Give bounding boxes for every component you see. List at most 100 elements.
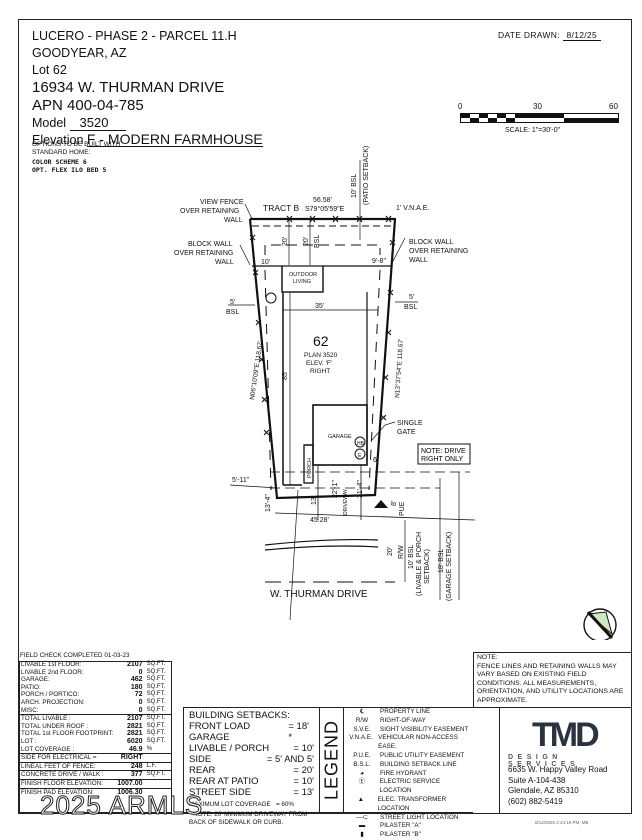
e-label: E bbox=[358, 453, 362, 459]
legend-title-text: LEGEND bbox=[321, 719, 341, 801]
stats-value: 0 bbox=[138, 706, 143, 714]
stats-value: 2821 bbox=[126, 730, 143, 738]
fire-hydrant-icon bbox=[265, 292, 277, 304]
block-wall-left-label-2: OVER RETAINING bbox=[174, 250, 233, 257]
vnae-label: 1' V.N.A.E. bbox=[396, 205, 429, 212]
electric-icon: Ⓔ bbox=[358, 778, 366, 786]
site-plan: TRACT B 56.58' S79°05'59"E 1' V.N.A.E. 1… bbox=[174, 146, 617, 640]
stats-unit: SQ.FT. bbox=[146, 676, 166, 683]
setback-value: = 5' AND 5' bbox=[266, 754, 314, 765]
stats-label: LINEAL FEET OF FENCE: bbox=[19, 761, 116, 771]
option-item: OPT. FLEX ILO BED 5 bbox=[32, 166, 107, 174]
address-line-1: 6635 W. Happy Valley Road bbox=[508, 765, 608, 774]
garage-label: GARAGE bbox=[328, 434, 352, 440]
drive-note: NOTE: DRIVE bbox=[421, 448, 466, 455]
stats-label: FINISH FLOOR ELEVATION: bbox=[19, 778, 116, 788]
apn: 400-04-785 bbox=[67, 97, 144, 114]
left-side-offset: 5'-11" bbox=[232, 477, 250, 484]
stats-value: 2821 bbox=[126, 722, 143, 730]
elevation-line: Elevation F - MODERN FARMHOUSE bbox=[32, 131, 263, 147]
stats-value: 248 bbox=[115, 761, 145, 771]
setback-label: REAR AT PATIO bbox=[189, 776, 259, 787]
outdoor-living-label: OUTDOOR bbox=[289, 272, 317, 278]
model: 3520 bbox=[69, 116, 127, 131]
legend-item: ℄PROPERTY LINE bbox=[344, 708, 473, 717]
legend-item: ▮PILASTER "B" bbox=[344, 831, 473, 840]
stats-value: 0 bbox=[138, 668, 143, 676]
stats-unit bbox=[144, 753, 172, 763]
side-bsl-left: 5' bbox=[230, 299, 235, 306]
right-line-label: N13°37'54"E 118.67' bbox=[393, 338, 405, 398]
legend-label: RIGHT-OF-WAY bbox=[380, 716, 426, 724]
pilaster-a-icon: ▬ bbox=[358, 822, 366, 830]
side-bsl-right-2: BSL bbox=[404, 304, 417, 311]
setback-label: FRONT LOAD GARAGE bbox=[189, 721, 251, 743]
stats-label: CONCRETE DRIVE / WALK : bbox=[19, 770, 116, 780]
view-fence-label-2: OVER RETAINING bbox=[180, 208, 239, 215]
setback-row: STREET SIDE= 13' bbox=[189, 787, 314, 798]
lot-number: 62 bbox=[52, 63, 67, 77]
view-fence-label-3: WALL bbox=[224, 217, 243, 224]
options-block: OPTIONS TO BE BUILT WITH STANDARD HOME: … bbox=[32, 141, 120, 174]
bsl-livable: 10' BSL bbox=[408, 545, 415, 569]
stats-unit: SQ.FT. bbox=[146, 730, 166, 737]
stats-value: RIGHT bbox=[115, 753, 145, 763]
option-item: COLOR SCHEME 6 bbox=[32, 158, 87, 166]
stats-label: LOT : bbox=[21, 737, 37, 745]
stats-unit bbox=[144, 778, 172, 788]
legend-item: —⊂STREET LIGHT LOCATION bbox=[344, 814, 473, 823]
stats-label: LOT COVERAGE : bbox=[21, 745, 75, 753]
stats-value: 2107 bbox=[115, 714, 145, 723]
company-block: TMD DESIGN SERVICES 6635 W. Happy Valley… bbox=[499, 708, 632, 814]
project-header: LUCERO - PHASE 2 - PARCEL 11.H GOODYEAR,… bbox=[32, 28, 263, 149]
bsl-livable-3: SETBACK) bbox=[424, 549, 431, 584]
building-setbacks: BUILDING SETBACKS: FRONT LOAD GARAGE= 18… bbox=[183, 707, 320, 826]
stats-value: 72 bbox=[134, 691, 143, 699]
setback-value: = 20' bbox=[293, 765, 314, 776]
address-line-3: Glendale, AZ 85310 bbox=[508, 786, 579, 795]
setback-label: SIDE bbox=[189, 754, 212, 765]
stats-unit: SQ.FT. bbox=[146, 691, 166, 698]
stats-unit: SQ.FT. bbox=[146, 661, 166, 667]
front-left-dim: 13'-4" bbox=[265, 494, 272, 512]
stats-value: 462 bbox=[130, 676, 143, 684]
hose-bib-icon bbox=[354, 436, 366, 448]
setback-label: STREET SIDE bbox=[189, 787, 252, 798]
lot-line: Lot 62 bbox=[32, 63, 67, 77]
legend-label: ELEC. TRANSFORMER LOCATION bbox=[377, 795, 447, 812]
abbr-icon: R/W bbox=[355, 716, 369, 724]
plan-label: PLAN 3520 bbox=[304, 352, 338, 359]
block-wall-right-label: BLOCK WALL bbox=[409, 239, 454, 246]
view-fence-label: VIEW FENCE bbox=[200, 199, 244, 206]
pilaster-b-icon: ▮ bbox=[360, 831, 364, 839]
stats-unit: SQ.FT. bbox=[146, 722, 166, 729]
legend-item: ◕FIRE HYDRANT bbox=[344, 770, 473, 779]
setbacks-note: * NOTE: 20' MINIMUM DRIVEWAY FROM BACK O… bbox=[189, 811, 308, 826]
stats-box bbox=[19, 661, 172, 813]
stats-label: TOTAL 1st FLOOR FOOTPRINT: bbox=[21, 730, 114, 738]
stats-value: 1006.30 bbox=[115, 787, 145, 797]
legend-item: V.N.A.E.VEHICULAR NON-ACCESS EASE. bbox=[344, 734, 473, 752]
depth-dim: 85' bbox=[282, 371, 289, 380]
block-wall-right-label-2: OVER RETAINING bbox=[409, 248, 468, 255]
stats-label: TOTAL UNDER ROOF : bbox=[21, 722, 89, 730]
note-box: NOTE: FENCE LINES AND RETAINING WALLS MA… bbox=[473, 652, 632, 708]
electric-service-icon bbox=[354, 448, 366, 460]
stats-unit: SQ.FT. bbox=[146, 668, 166, 675]
block-wall-left-label-3: WALL bbox=[215, 259, 234, 266]
model-line: Model 3520 bbox=[32, 115, 263, 132]
gate-offset: 6' bbox=[373, 457, 378, 464]
abbr-icon: ℄ bbox=[359, 708, 365, 715]
setback-row: REAR AT PATIO= 10' bbox=[189, 776, 314, 787]
pue-dim: 8' bbox=[391, 501, 398, 506]
scale-label: SCALE: 1"=30'-0" bbox=[505, 127, 561, 134]
stats-label: LIVABLE 1st FLOOR: bbox=[21, 661, 82, 668]
stats-unit: SQ.FT. bbox=[144, 714, 172, 723]
